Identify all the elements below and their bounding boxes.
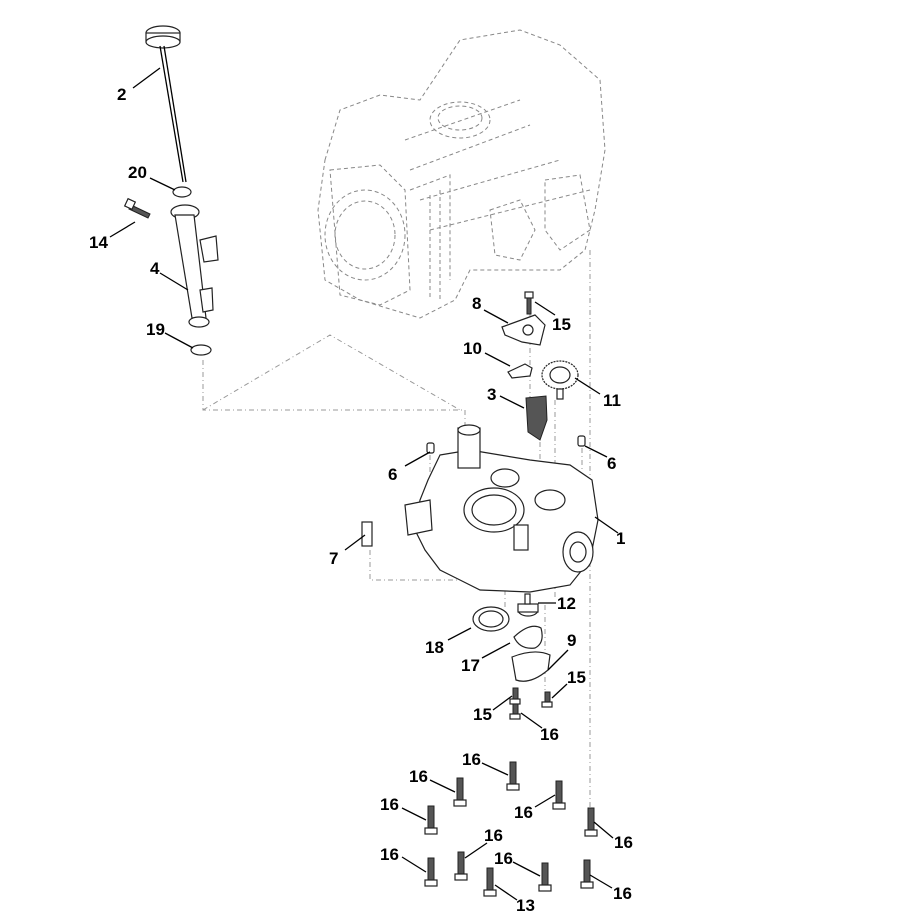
callout-13[interactable]: 14: [89, 233, 108, 252]
crankcase-cover: [404, 424, 599, 593]
callout-16e[interactable]: 16: [614, 833, 633, 852]
callout-19[interactable]: 19: [146, 320, 165, 339]
callout-20[interactable]: 20: [128, 163, 147, 182]
clip: [361, 521, 373, 547]
callout-15b[interactable]: 15: [473, 705, 492, 724]
callout-16g[interactable]: 16: [484, 826, 503, 845]
o-ring-upper: [172, 186, 192, 198]
callout-1[interactable]: 1: [616, 529, 626, 548]
callout-16j[interactable]: 13: [516, 896, 535, 915]
callout-6b[interactable]: 6: [607, 454, 617, 473]
oil-fill-tube: [170, 204, 219, 328]
callout-15a[interactable]: 15: [567, 668, 586, 687]
governor-arm-bracket: [501, 314, 546, 346]
callout-11[interactable]: 11: [603, 391, 621, 410]
callout-16d[interactable]: 16: [514, 803, 533, 822]
dipstick: [145, 25, 187, 183]
flange-bolts: [424, 761, 598, 897]
dowel-pin-right: [577, 435, 586, 447]
callout-3[interactable]: 3: [487, 385, 497, 404]
o-ring-gasket: [513, 625, 543, 649]
callout-16i[interactable]: 16: [613, 884, 632, 903]
governor-gear: [541, 360, 579, 400]
callout-16a[interactable]: 16: [462, 750, 481, 769]
callout-18[interactable]: 18: [425, 638, 444, 657]
callout-4[interactable]: 4: [150, 259, 160, 278]
callout-16b[interactable]: 16: [409, 767, 428, 786]
oil-seal: [472, 606, 510, 632]
callout-9[interactable]: 9: [567, 631, 577, 650]
callout-14[interactable]: 15: [552, 315, 571, 334]
cover-screws: [509, 687, 553, 720]
callout-8[interactable]: 8: [472, 294, 482, 313]
callout-2[interactable]: 2: [117, 85, 127, 104]
callout-16c[interactable]: 16: [380, 795, 399, 814]
governor-lever: [507, 363, 533, 379]
callout-12[interactable]: 12: [557, 594, 576, 613]
oil-strainer-plate: [525, 395, 548, 441]
callout-10[interactable]: 10: [463, 339, 482, 358]
engine-block-ghost: [317, 29, 606, 319]
callout-15c[interactable]: 16: [540, 725, 559, 744]
callout-7[interactable]: 7: [329, 549, 339, 568]
callout-16f[interactable]: 16: [380, 845, 399, 864]
pump-cover: [511, 651, 551, 682]
callout-17[interactable]: 17: [461, 656, 480, 675]
bracket-screw: [524, 291, 534, 315]
callout-16h[interactable]: 16: [494, 849, 513, 868]
oil-pump-rotor: [517, 593, 539, 617]
dowel-pin-left: [426, 442, 435, 454]
leader-lines: [109, 67, 619, 901]
o-ring-lower: [190, 344, 212, 356]
tube-bolt: [123, 197, 151, 219]
callout-6a[interactable]: 6: [388, 465, 398, 484]
